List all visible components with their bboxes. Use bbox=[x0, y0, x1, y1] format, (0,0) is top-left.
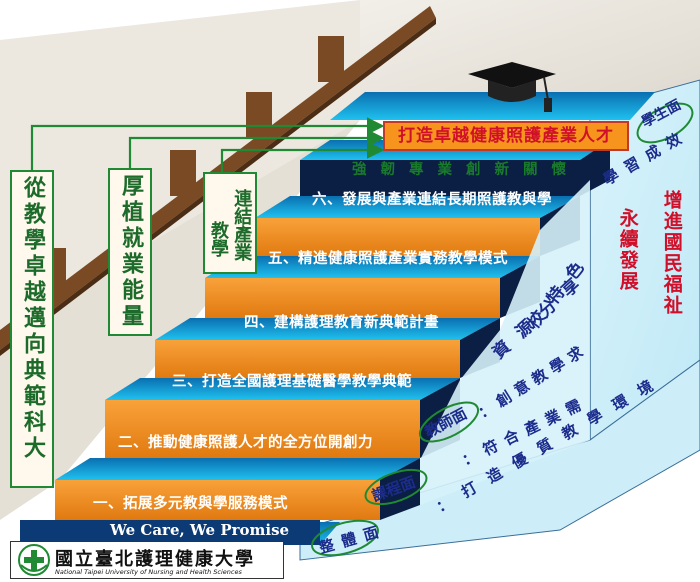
pillar-text-col1: 教學 bbox=[208, 221, 229, 257]
connector-arrows bbox=[30, 117, 385, 172]
university-name: 國立臺北護理健康大學 bbox=[55, 549, 255, 570]
pillar-industry: 教學 連結產業 bbox=[203, 172, 257, 274]
pillar-text: 從教學卓越邁向典範科大 bbox=[19, 176, 45, 462]
pillar-text-col2: 連結產業 bbox=[231, 189, 253, 261]
pillar-text: 厚植就業能量 bbox=[117, 174, 143, 330]
step-label-2: 二、推動健康照護人才的全方位開創力 bbox=[118, 435, 373, 451]
university-english: National Taipei University of Nursing an… bbox=[55, 568, 242, 576]
subgoal: 強韌專業創新關懷 bbox=[352, 162, 580, 178]
step-label-4: 四、建構護理教育新典範計畫 bbox=[244, 315, 439, 331]
staircase bbox=[20, 92, 655, 545]
step-top-2 bbox=[155, 318, 500, 340]
right-panel-text2: 增進國民福祉 bbox=[660, 190, 683, 316]
step-front-4 bbox=[255, 218, 540, 256]
right-panel-text1: 永續發展 bbox=[616, 208, 639, 292]
step-top-3 bbox=[205, 256, 540, 278]
graduation-cap-icon bbox=[468, 62, 556, 112]
ellipse-teacher bbox=[418, 401, 480, 443]
slogan: We Care, We Promise bbox=[110, 521, 290, 539]
ellipse-whole bbox=[311, 519, 379, 557]
step-top-0 bbox=[55, 458, 420, 480]
step-label-3: 三、打造全國護理基礎醫學教學典範 bbox=[172, 374, 412, 390]
step-front-0 bbox=[55, 480, 380, 520]
step-front-3 bbox=[205, 278, 500, 318]
pillar-employability: 厚植就業能量 bbox=[108, 168, 152, 336]
university-logo: 國立臺北護理健康大學 National Taipei University of… bbox=[10, 541, 284, 579]
right-panel-col1: 永續發展 bbox=[616, 208, 639, 292]
step-label-6: 六、發展與產業連結長期照護教與學 bbox=[312, 192, 552, 208]
ellipse-student bbox=[636, 102, 694, 144]
step-top-4 bbox=[255, 196, 580, 218]
step-front-5 bbox=[300, 160, 580, 196]
step-label-1: 一、拓展多元教與學服務模式 bbox=[93, 496, 288, 512]
step-front-2 bbox=[155, 340, 460, 378]
step-front-1 bbox=[105, 400, 420, 458]
ellipse-course bbox=[364, 468, 428, 506]
goal-box: 打造卓越健康照護產業人才 bbox=[383, 121, 629, 151]
right-panel-col2: 增進國民福祉 bbox=[660, 190, 683, 316]
step-front-base bbox=[20, 520, 320, 545]
step-label-5: 五、精進健康照護產業實務教學模式 bbox=[268, 251, 508, 267]
step-top-1 bbox=[105, 378, 460, 400]
step-top-6 bbox=[330, 92, 655, 120]
back-wall bbox=[360, 0, 700, 110]
pillar-excellence: 從教學卓越邁向典範科大 bbox=[10, 170, 54, 488]
emblem-icon bbox=[18, 544, 50, 576]
